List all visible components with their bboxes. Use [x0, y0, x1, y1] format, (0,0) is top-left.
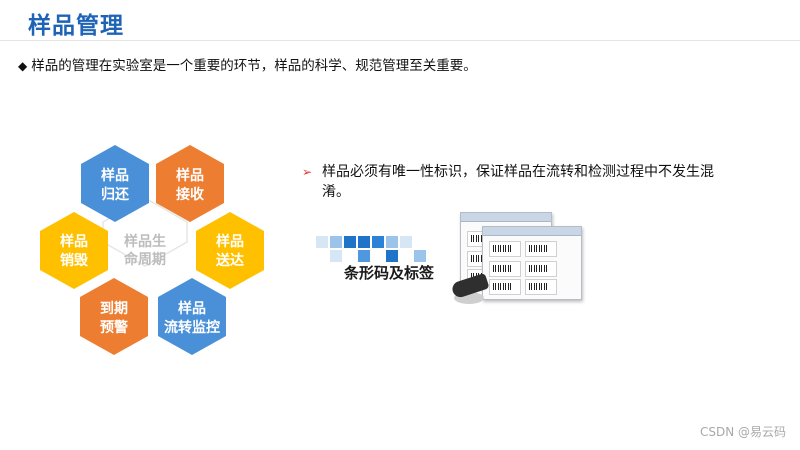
- intro-text: 样品的管理在实验室是一个重要的环节，样品的科学、规范管理至关重要。: [31, 58, 477, 74]
- diamond-bullet-icon: ◆: [18, 59, 28, 73]
- barcode-icon: [471, 255, 491, 262]
- mosaic-tile: [358, 250, 370, 262]
- software-window-front: [482, 226, 582, 300]
- barcode-icon: [471, 235, 491, 242]
- hex-shape: [196, 212, 264, 289]
- hex-label-line1: 样品: [176, 167, 204, 184]
- hex-sample-flow-monitor: 样品 流转监控: [158, 278, 226, 355]
- hex-label-line2: 归还: [101, 186, 130, 203]
- mosaic-tile: [414, 250, 426, 262]
- mosaic-tile: [372, 236, 384, 248]
- mosaic-tile: [330, 236, 342, 248]
- hex-label-line1: 样品: [178, 300, 206, 317]
- mosaic-tile: [316, 236, 328, 248]
- barcode-icon: [529, 283, 549, 290]
- mosaic-tile: [344, 236, 356, 248]
- hex-label-line2: 预警: [100, 319, 128, 336]
- title-divider: [0, 40, 800, 41]
- hex-label-line1: 样品: [60, 233, 88, 250]
- hex-label-line2: 接收: [176, 186, 205, 203]
- arrow-bullet-icon: ➢: [302, 165, 313, 179]
- identification-text: 样品必须有唯一性标识，保证样品在流转和检测过程中不发生混淆。: [322, 164, 714, 200]
- barcode-icon: [493, 245, 513, 252]
- lifecycle-diagram: 样品 归还 样品 接收 样品 送达 样品 流转监控 到期 预警 样品 销毁 样品…: [40, 145, 264, 355]
- barcode-icon: [493, 265, 513, 272]
- hex-shape: [156, 145, 224, 222]
- hex-label-line2: 流转监控: [164, 319, 220, 336]
- intro-bullet: ◆样品的管理在实验室是一个重要的环节，样品的科学、规范管理至关重要。: [18, 54, 477, 74]
- hex-shape: [80, 278, 148, 355]
- center-label-line2: 命周期: [123, 251, 166, 268]
- mosaic-tile: [400, 236, 412, 248]
- mosaic-tile: [386, 250, 398, 262]
- hex-label-line1: 到期: [100, 301, 128, 317]
- identification-bullet: ➢ 样品必须有唯一性标识，保证样品在流转和检测过程中不发生混淆。: [302, 162, 722, 202]
- center-label-line1: 样品生: [124, 233, 166, 250]
- barcode-label-caption: 条形码及标签: [344, 264, 435, 282]
- barcode-icon: [529, 245, 549, 252]
- label-card: [489, 279, 521, 295]
- watermark: CSDN @易云码: [699, 425, 786, 439]
- hex-shape: [158, 278, 226, 355]
- window-titlebar: [483, 227, 581, 236]
- barcode-icon: [493, 283, 513, 290]
- window-titlebar: [461, 213, 551, 222]
- hex-sample-deliver: 样品 送达: [196, 212, 264, 289]
- hex-label-line1: 样品: [101, 167, 129, 184]
- label-card: [525, 241, 557, 257]
- barcode-icon: [529, 265, 549, 272]
- hex-sample-return: 样品 归还: [81, 145, 149, 222]
- hex-label-line1: 样品: [216, 233, 244, 250]
- hex-label-line2: 送达: [215, 252, 244, 269]
- hex-shape: [81, 145, 149, 222]
- label-card: [489, 261, 521, 277]
- mosaic-tile: [386, 236, 398, 248]
- mosaic-tile: [358, 236, 370, 248]
- label-card: [489, 241, 521, 257]
- hex-label-line2: 销毁: [60, 252, 89, 269]
- hex-shape: [40, 212, 108, 289]
- hex-expiry-warning: 到期 预警: [80, 278, 148, 355]
- label-card: [525, 261, 557, 277]
- page-title: 样品管理: [28, 13, 124, 39]
- mosaic-tile: [330, 250, 342, 262]
- hex-sample-receive: 样品 接收: [156, 145, 224, 222]
- label-card: [525, 279, 557, 295]
- hex-sample-destroy: 样品 销毁: [40, 212, 108, 289]
